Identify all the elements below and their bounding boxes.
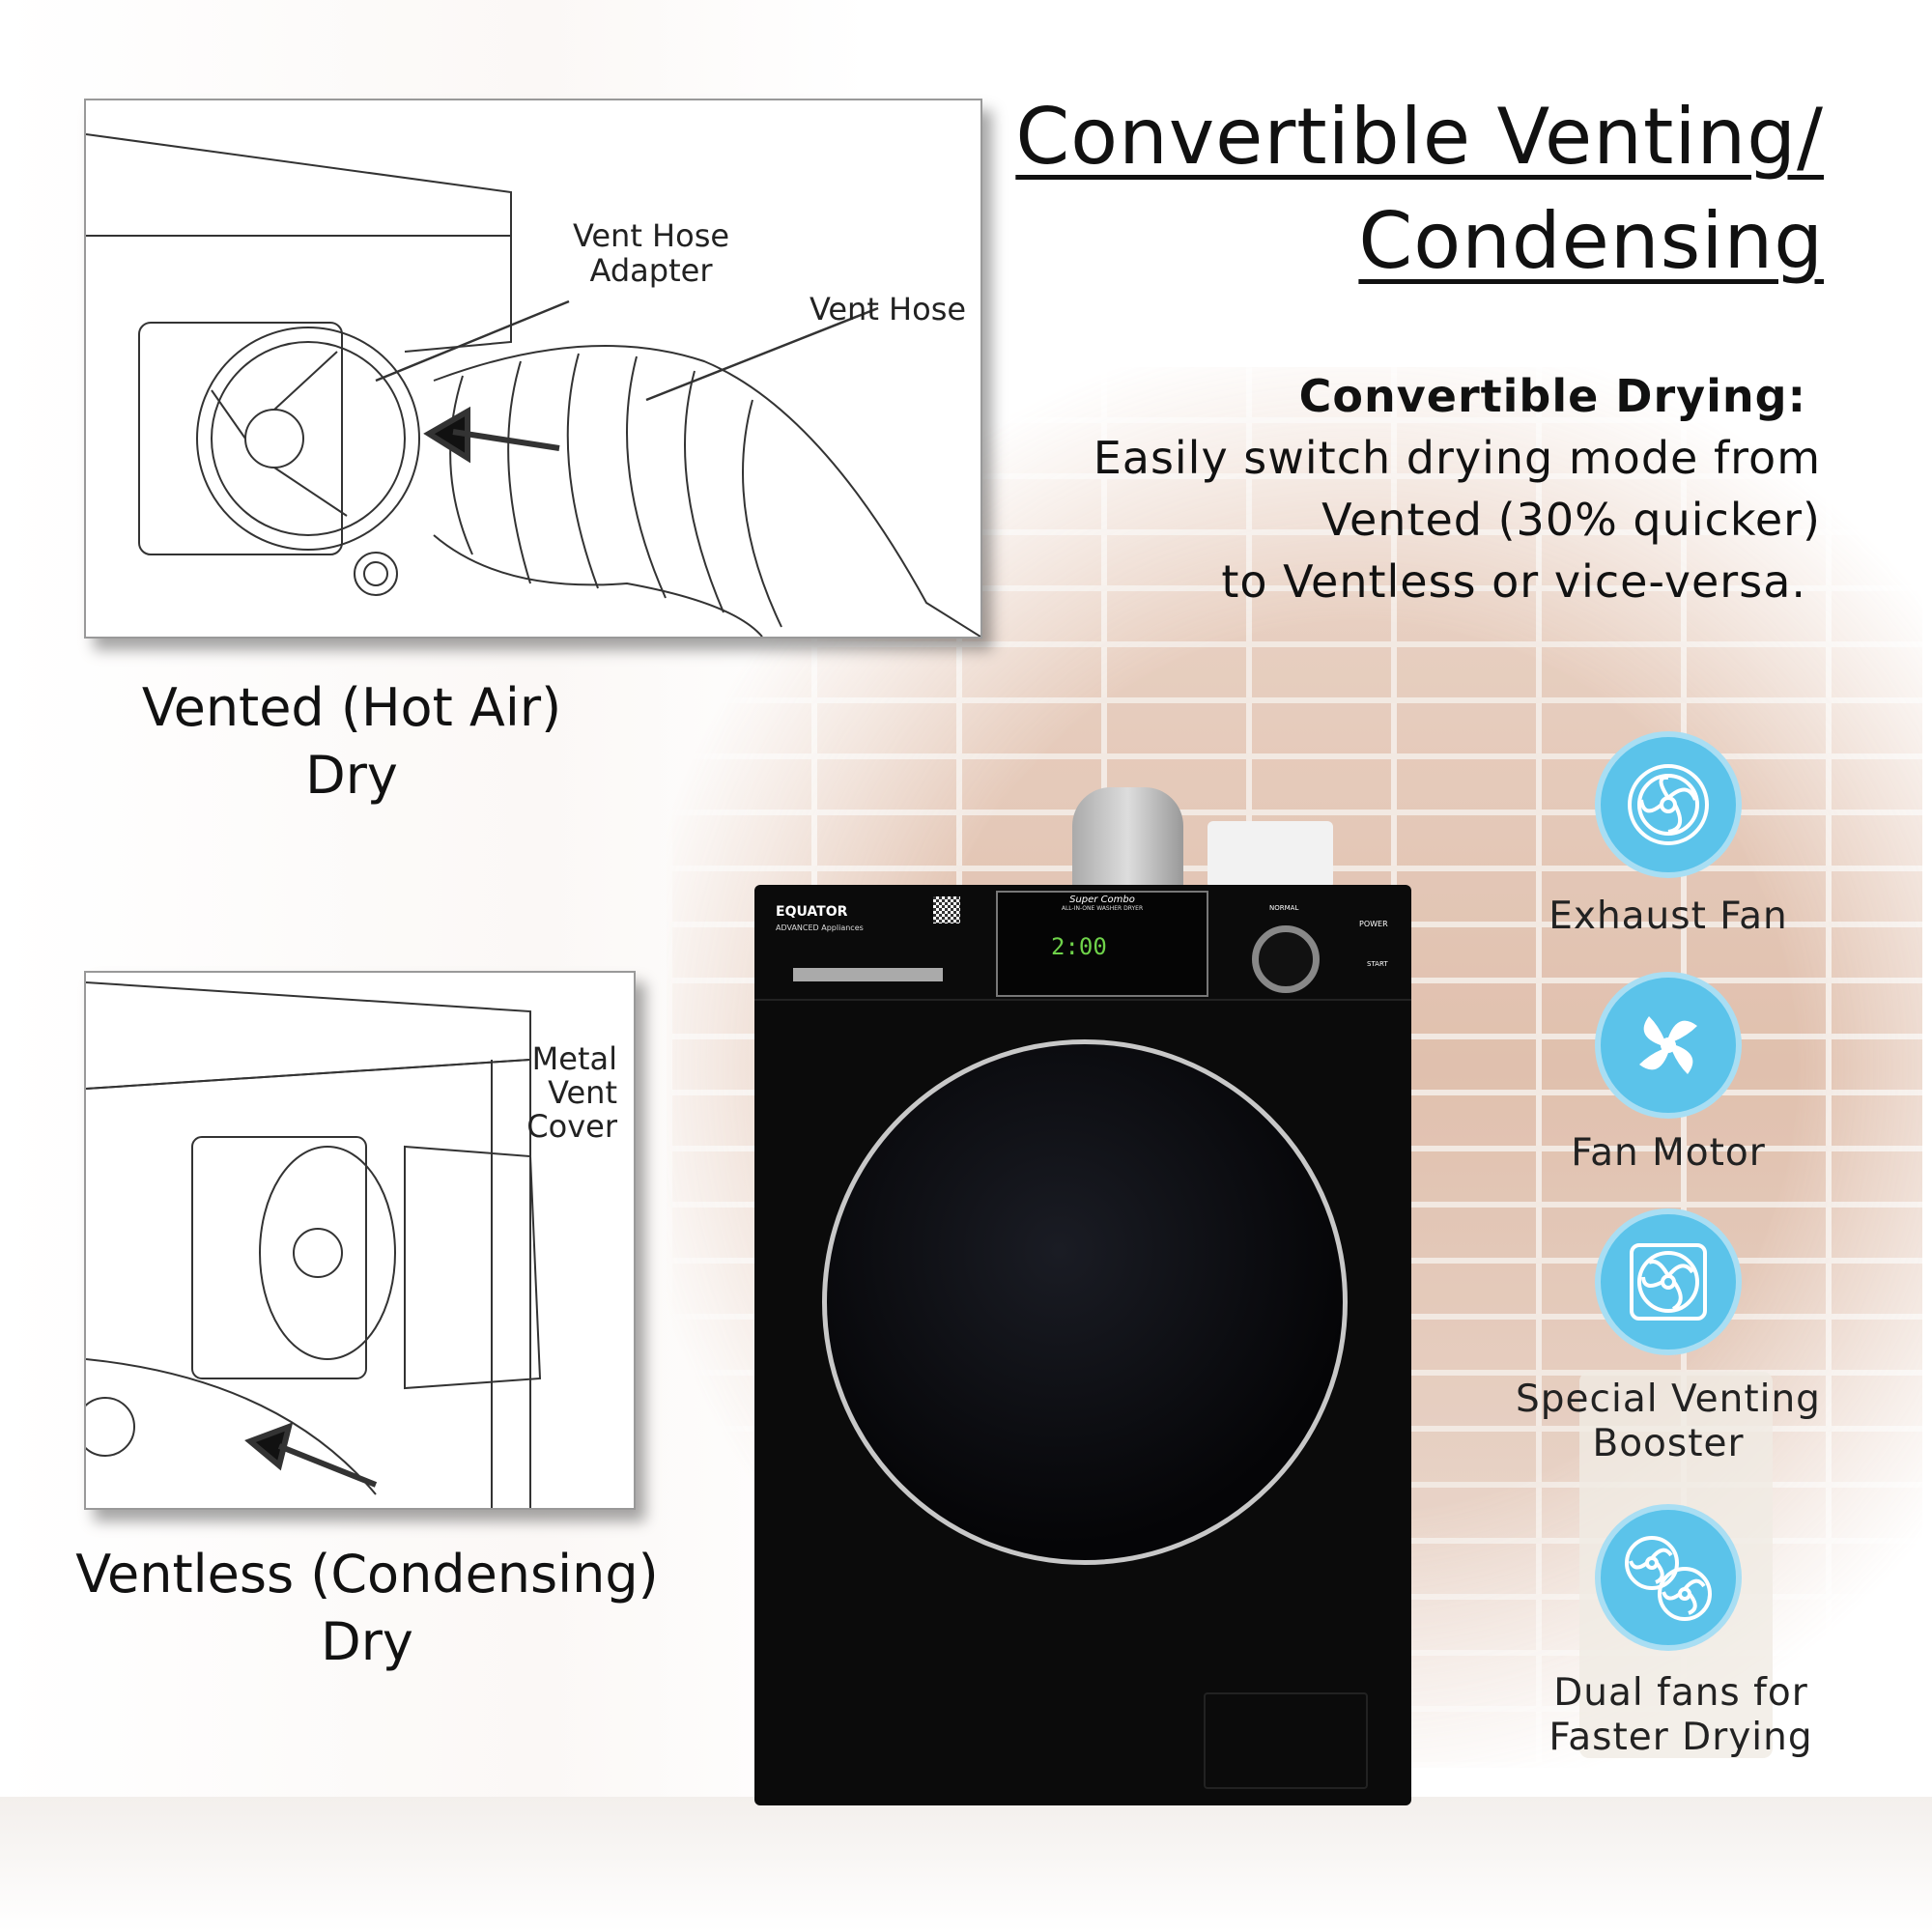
description-line1: Easily switch drying mode from (1093, 432, 1821, 484)
detergent-drawer-handle[interactable] (793, 968, 943, 981)
program-dial[interactable] (1252, 925, 1320, 993)
dual-fans-icon (1595, 1504, 1742, 1651)
filter-cover[interactable] (1204, 1692, 1368, 1789)
display-time: 2:00 (1051, 933, 1107, 960)
vent-hose-label: Vent Hose (809, 291, 967, 327)
model-subtitle: ALL-IN-ONE WASHER DRYER (1061, 905, 1144, 912)
qr-code (933, 896, 960, 923)
description-line2: Vented (30% quicker) (1321, 494, 1821, 546)
description-line3: to Ventless or vice-versa. (1221, 555, 1806, 608)
vented-caption-line2: Dry (305, 745, 398, 806)
ventless-caption-line2: Dry (321, 1611, 413, 1672)
page-title-line1: Convertible Venting/ (1015, 92, 1824, 182)
vented-diagram: Vent Hose Adapter Vent Hose (84, 99, 982, 639)
start-button[interactable]: START (1367, 960, 1388, 968)
exhaust-fan-icon (1595, 731, 1742, 878)
metal-vent-cover-label: Metal Vent Cover (526, 1040, 617, 1145)
page-title-line2: Condensing (1358, 196, 1824, 286)
ventless-diagram: Metal Vent Cover (75, 971, 636, 1510)
floor (0, 1797, 1932, 1932)
washer-dryer: EQUATOR ADVANCED Appliances Super Combo … (754, 885, 1411, 1805)
dial-normal-label: NORMAL (1269, 904, 1299, 912)
ventless-caption-line1: Ventless (Condensing) (75, 1544, 659, 1605)
feature-label: Fan Motor (1571, 1131, 1766, 1175)
detergent-bottle (1072, 787, 1183, 889)
feature-label: Special Venting Booster (1516, 1378, 1821, 1465)
brand-sub: ADVANCED Appliances (776, 923, 864, 932)
feature-label: Dual fans for Faster Drying (1548, 1671, 1813, 1759)
vent-hose-adapter-label: Vent Hose Adapter (572, 217, 730, 289)
fan-motor-icon (1595, 972, 1742, 1119)
model-name: Super Combo (1069, 895, 1135, 905)
control-panel: EQUATOR ADVANCED Appliances Super Combo … (754, 885, 1411, 1001)
utensil-cup (1208, 821, 1333, 889)
vented-caption-line1: Vented (Hot Air) (141, 677, 562, 738)
vented-sketch (85, 133, 981, 638)
washer-door[interactable] (822, 1039, 1348, 1565)
feature-label: Exhaust Fan (1548, 895, 1788, 938)
power-button[interactable]: POWER (1359, 920, 1388, 928)
display-panel: Super Combo ALL-IN-ONE WASHER DRYER 2:00 (996, 891, 1208, 997)
brand-logo: EQUATOR (776, 904, 848, 920)
venting-booster-icon (1595, 1208, 1742, 1355)
description-heading: Convertible Drying: (1298, 370, 1806, 422)
